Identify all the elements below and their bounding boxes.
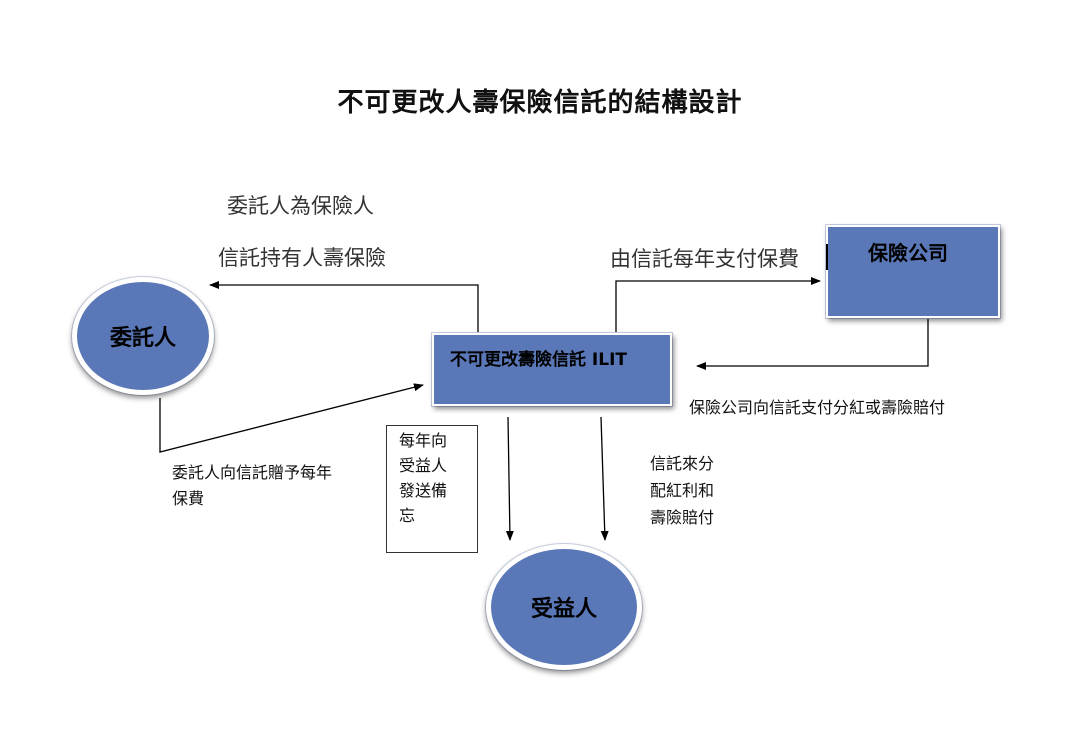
arrow-ilit-to-beneficiary-right	[600, 416, 609, 541]
label-gift-line2: 保費	[172, 489, 205, 508]
arrow-ilit-to-settlor	[209, 281, 479, 333]
node-beneficiary: 受益人	[486, 544, 642, 670]
label-distribute-line2: 配紅利和	[650, 481, 715, 500]
memo-line-4: 忘	[399, 506, 416, 525]
node-ilit: 不可更改壽險信託 ILIT	[432, 333, 672, 406]
memo-line-1: 每年向	[399, 431, 448, 450]
node-beneficiary-label: 受益人	[530, 596, 597, 622]
node-insurer: 保險公司	[826, 225, 1000, 318]
node-ilit-label: 不可更改壽險信託 ILIT	[450, 350, 627, 370]
label-insurer-pays: 保險公司向信託支付分紅或壽險賠付	[689, 398, 946, 417]
node-insurer-label: 保險公司	[868, 241, 948, 265]
arrow-ilit-to-beneficiary-left	[505, 416, 514, 541]
node-settlor: 委託人	[72, 277, 214, 395]
label-annual-premium: 由信託每年支付保費	[610, 247, 799, 271]
label-settlor-owner-line1: 委託人為保險人	[227, 194, 374, 218]
label-settlor-owner-line2: 信託持有人壽保險	[218, 246, 386, 270]
diagram-title: 不可更改人壽保險信託的結構設計	[337, 88, 743, 118]
memo-line-2: 受益人	[399, 456, 448, 475]
label-gift-line1: 委託人向信託贈予每年	[172, 463, 333, 482]
memo-box: 每年向 受益人 發送備 忘	[386, 425, 478, 553]
label-distribute-line3: 壽險賠付	[650, 508, 715, 527]
arrow-insurer-to-ilit	[696, 318, 929, 370]
label-distribute-line1: 信託來分	[650, 454, 715, 473]
node-settlor-label: 委託人	[109, 325, 176, 351]
arrow-ilit-to-insurer	[615, 277, 821, 333]
text-cursor	[826, 244, 828, 270]
arrow-settlor-to-ilit	[159, 383, 424, 453]
memo-line-3: 發送備	[399, 481, 448, 500]
